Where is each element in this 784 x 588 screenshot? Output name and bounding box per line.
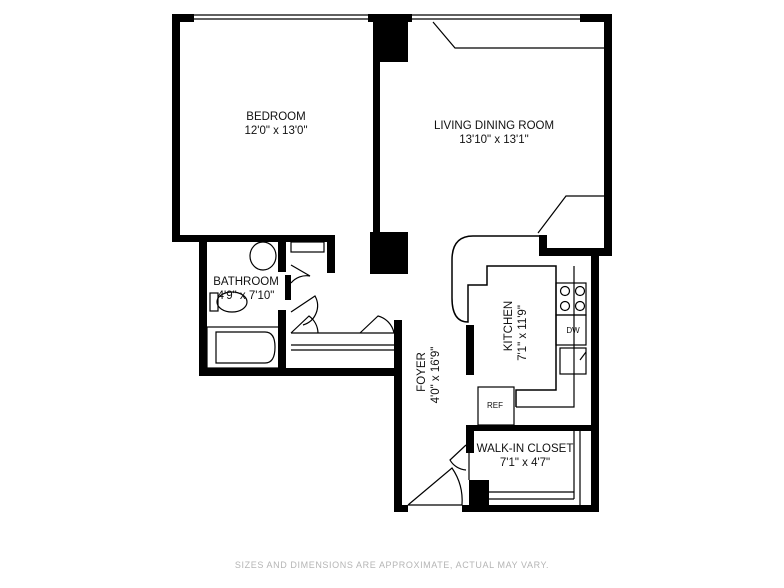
closet-dims: 7'1" x 4'7"	[500, 457, 550, 469]
bathroom-name: BATHROOM	[213, 276, 279, 288]
dishwasher-label: DW	[566, 326, 580, 335]
kitchen-dims: 7'1" x 11'9"	[517, 305, 529, 361]
disclaimer: SIZES AND DIMENSIONS ARE APPROXIMATE, AC…	[234, 560, 550, 570]
room-labels: BEDROOM 12'0" x 13'0" LIVING DINING ROOM…	[213, 111, 580, 469]
foyer-dims: 4'0" x 16'9"	[430, 347, 442, 404]
refrigerator-label: REF	[487, 401, 503, 410]
living-name: LIVING DINING ROOM	[434, 120, 554, 132]
fixtures	[194, 14, 604, 506]
walls	[172, 14, 612, 512]
kitchen-name: KITCHEN	[503, 301, 515, 351]
bathroom-dims: 4'9" x 7'10"	[218, 290, 275, 302]
foyer-name: FOYER	[416, 352, 428, 392]
closet-name: WALK-IN CLOSET	[477, 443, 574, 455]
living-dims: 13'10" x 13'1"	[459, 134, 528, 146]
bedroom-dims: 12'0" x 13'0"	[244, 125, 307, 137]
bedroom-name: BEDROOM	[246, 111, 305, 123]
